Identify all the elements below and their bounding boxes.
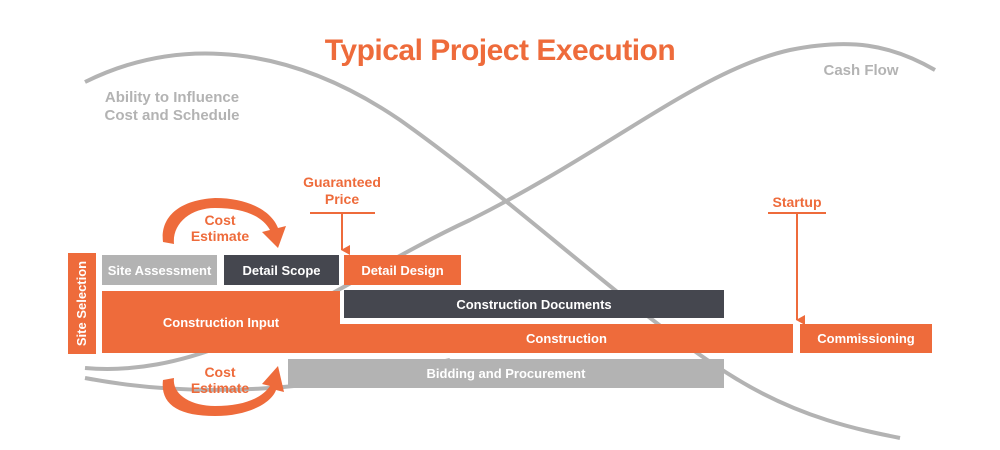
- cost-estimate-bottom-line2: Estimate: [190, 380, 250, 396]
- site-selection-label: Site Selection: [74, 260, 90, 347]
- cost-estimate-arrow-bottom: [162, 366, 284, 416]
- cash-flow-label: Cash Flow: [823, 62, 899, 79]
- startup-label: Startup: [772, 194, 822, 210]
- guaranteed-label-line1: Guaranteed: [303, 174, 381, 190]
- construction-input-bar: Construction Input: [102, 291, 340, 353]
- diagram-title: Typical Project Execution: [324, 34, 676, 67]
- site-assessment-bar: Site Assessment: [102, 255, 217, 285]
- detail-scope-bar: Detail Scope: [224, 255, 339, 285]
- cost-estimate-label-top: Cost Estimate: [188, 212, 252, 244]
- guaranteed-label-line2: Price: [324, 191, 360, 207]
- influence-curve-label: Ability to Influence Cost and Schedule: [104, 89, 240, 125]
- construction-documents-bar: Construction Documents: [344, 290, 724, 318]
- commissioning-bar: Commissioning: [800, 324, 932, 353]
- site-selection-bar: Site Selection: [68, 253, 96, 354]
- cost-estimate-label-bottom: Cost Estimate: [188, 364, 252, 396]
- influence-label-line2: Cost and Schedule: [104, 107, 240, 124]
- influence-curve-top: [84, 51, 901, 440]
- cost-estimate-arrow-top: [162, 198, 286, 248]
- guaranteed-price-label: Guaranteed Price: [292, 174, 392, 208]
- construction-bar: Construction: [340, 324, 793, 353]
- cost-estimate-bottom-line1: Cost: [204, 364, 236, 380]
- influence-label-line1: Ability to Influence: [104, 89, 240, 106]
- cost-estimate-top-line2: Estimate: [190, 228, 250, 244]
- detail-design-bar: Detail Design: [344, 255, 461, 285]
- bidding-procurement-bar: Bidding and Procurement: [288, 359, 724, 388]
- cost-estimate-top-line1: Cost: [204, 212, 236, 228]
